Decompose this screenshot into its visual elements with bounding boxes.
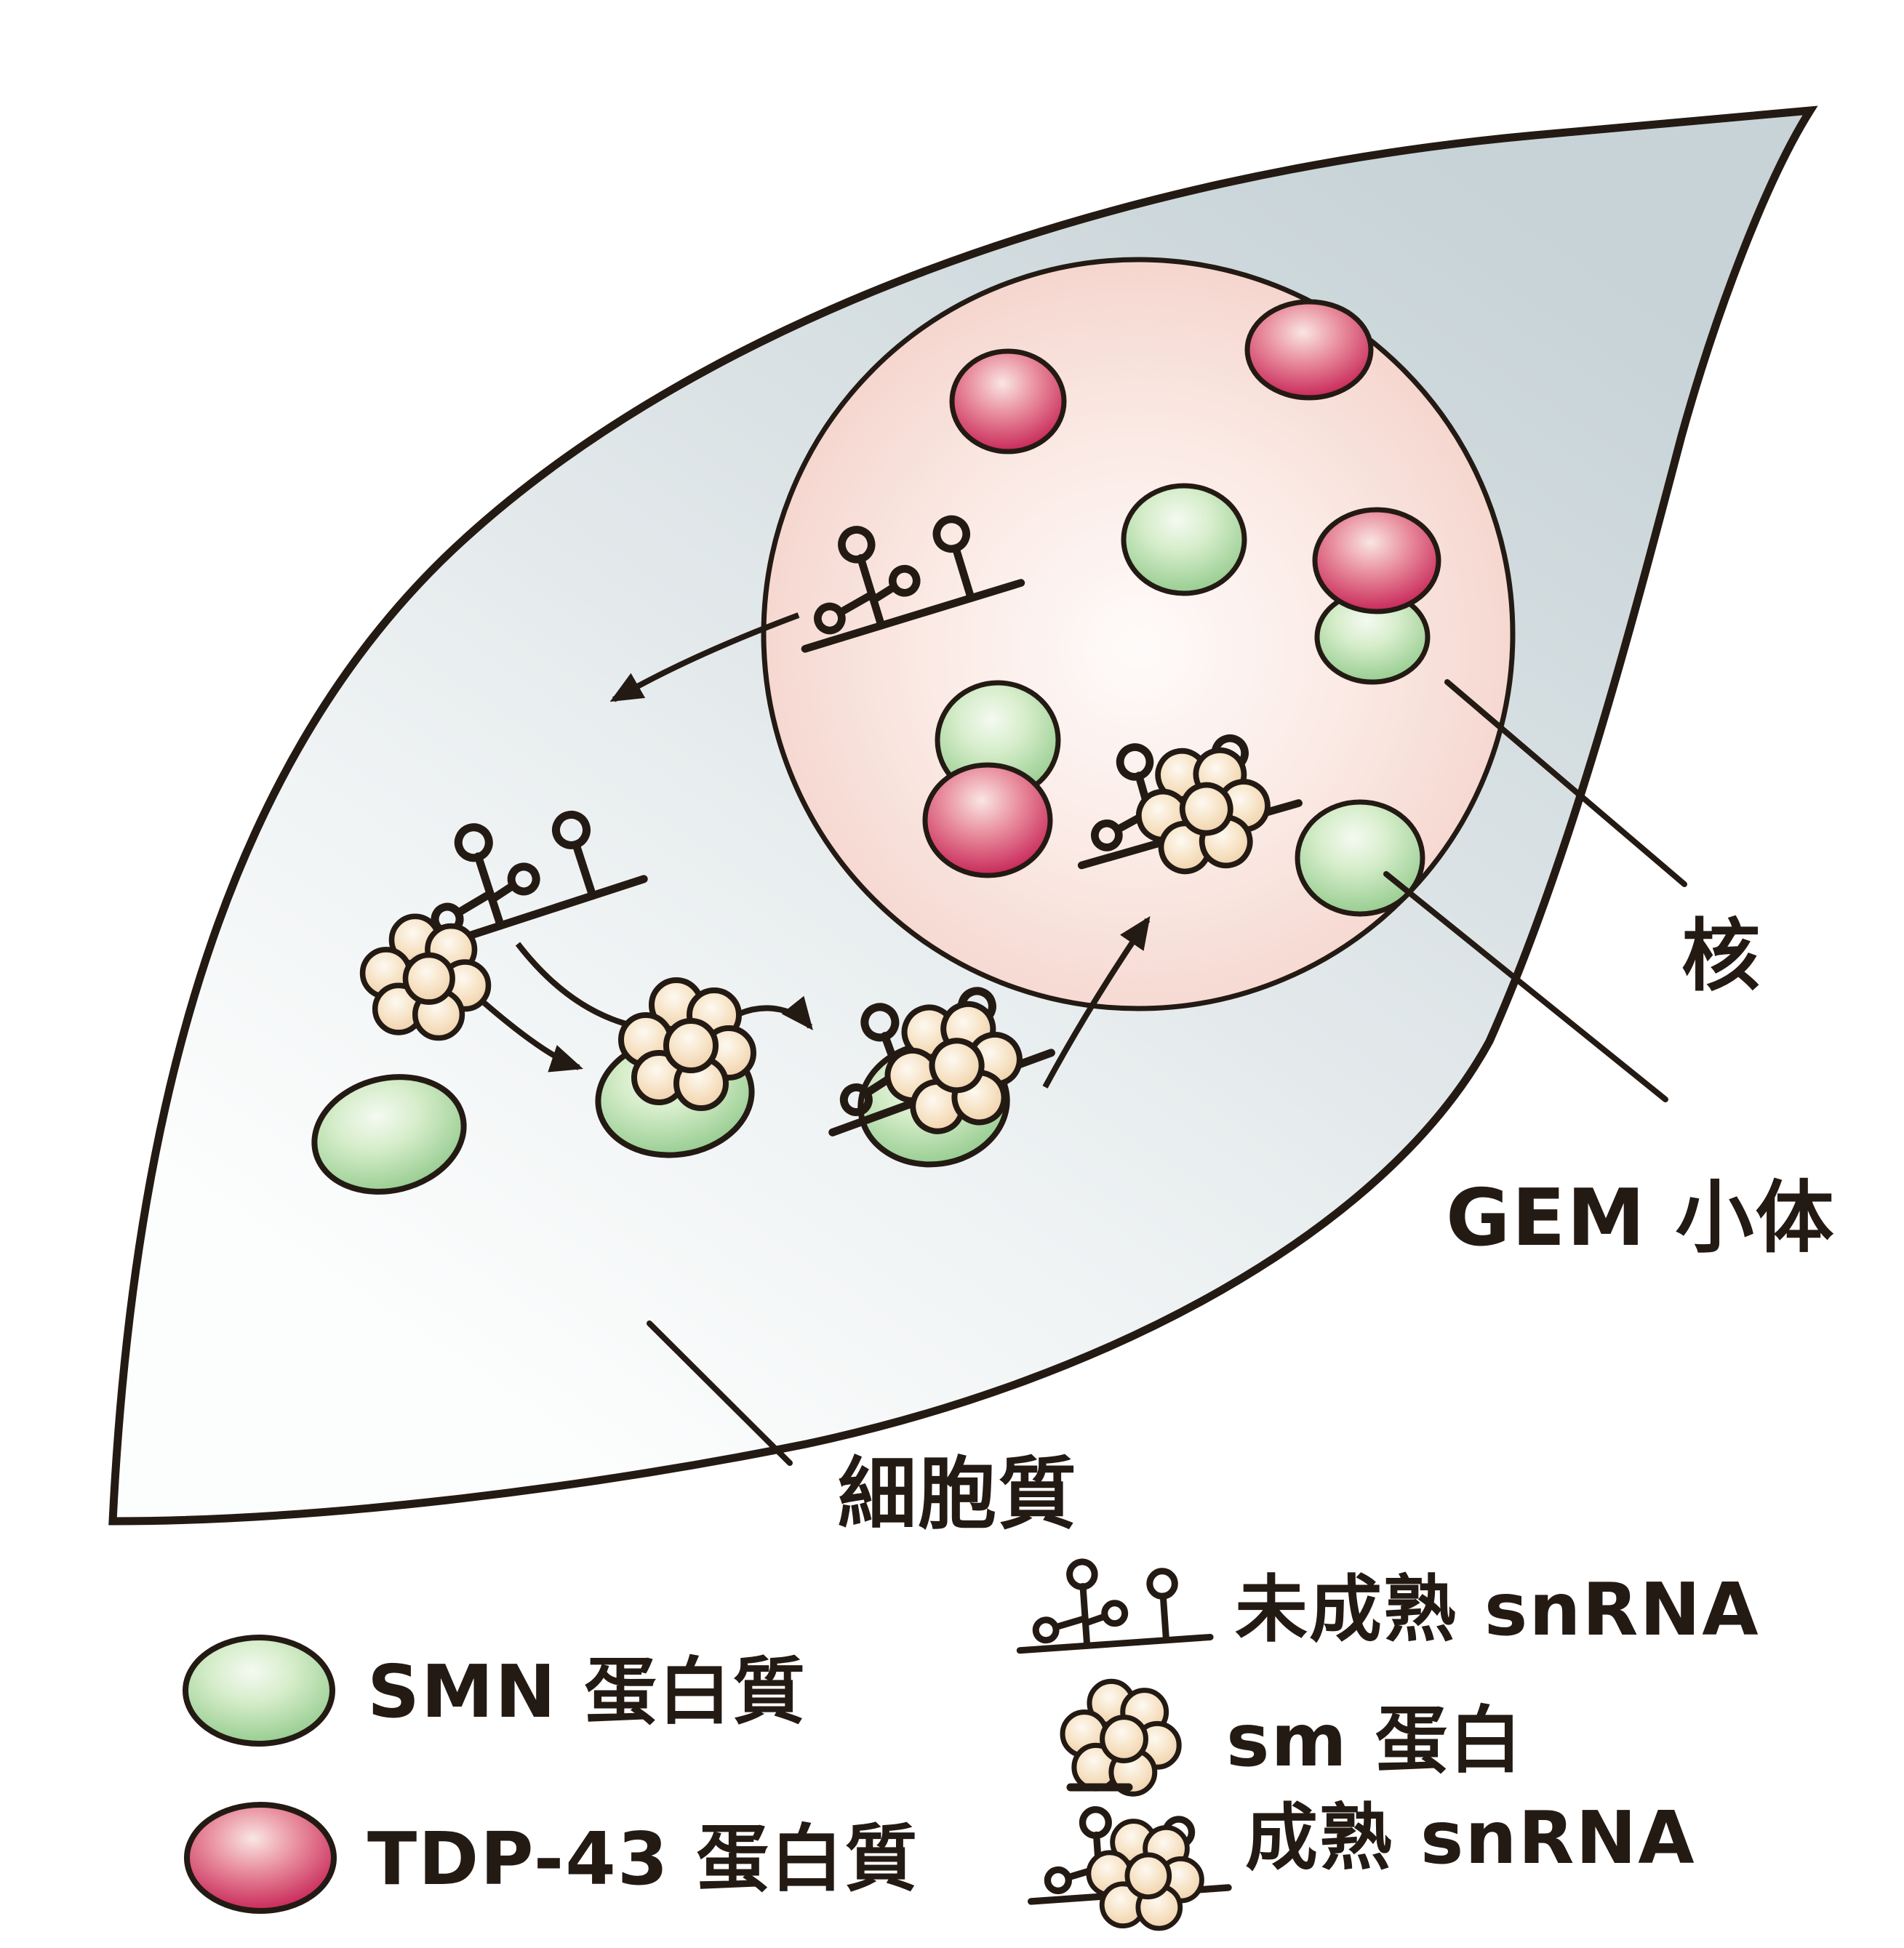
- legend-immature-snrna-label: 未成熟 snRNA: [1235, 1567, 1760, 1652]
- smn-sm-complex: [595, 980, 759, 1158]
- gem-body-label: GEM 小体: [1446, 1173, 1836, 1264]
- smn-protein-free: [311, 1074, 467, 1195]
- arrow-snrna-export: [609, 612, 800, 702]
- legend-tdp43-label: TDP-43 蛋白質: [367, 1816, 919, 1901]
- mature-snrna-icon: [1025, 1800, 1231, 1937]
- legend-mature-snrna-label: 成熟 snRNA: [1245, 1795, 1696, 1880]
- tdp43-protein-icon: [184, 1802, 337, 1914]
- legend-smn-label: SMN 蛋白質: [367, 1649, 807, 1734]
- smn-protein-icon: [183, 1635, 335, 1747]
- legend-sm-protein-label: sm 蛋白: [1226, 1698, 1524, 1783]
- nucleus-contents: [922, 299, 1441, 917]
- nucleus-pointer-line: [1444, 679, 1687, 887]
- pointer-lines: [647, 679, 1687, 1466]
- arrow-sm-to-smn: [473, 993, 583, 1073]
- mature-snrna-complex: [798, 956, 1066, 1174]
- gem-body-smn-protein: [1295, 799, 1425, 917]
- sm-protein-icon: [1063, 1681, 1179, 1794]
- tdp43-protein: [1244, 299, 1374, 401]
- tdp43-protein: [922, 762, 1053, 878]
- gem-body-pointer-line: [1383, 871, 1668, 1102]
- nucleus-label: 核: [1681, 911, 1761, 1002]
- tdp43-protein: [1312, 507, 1441, 614]
- cytoplasm-contents: [311, 782, 1066, 1195]
- legend-right: 未成熟 snRNA sm 蛋白 成熟 snRNA: [1014, 1553, 1759, 1937]
- smn-protein: [1121, 483, 1247, 596]
- legend-left: SMN 蛋白質 TDP-43 蛋白質: [183, 1635, 919, 1914]
- arrow-snrna-import: [1042, 915, 1151, 1089]
- cytoplasm-label: 細胞質: [838, 1449, 1078, 1540]
- cytoplasm-pointer-line: [647, 1320, 793, 1466]
- immature-snrna-icon: [1014, 1553, 1210, 1651]
- tdp43-protein: [949, 348, 1067, 454]
